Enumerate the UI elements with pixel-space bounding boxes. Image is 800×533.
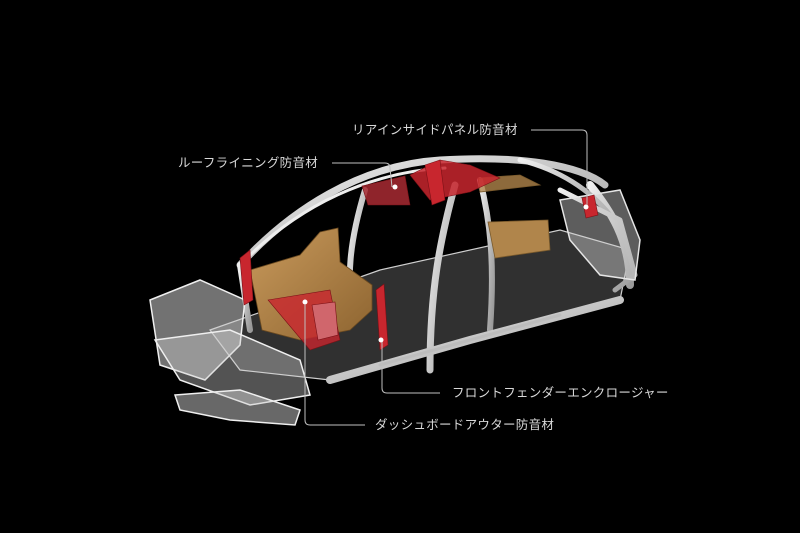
callout-dashboard-outer-label: ダッシュボードアウター防音材 bbox=[375, 417, 555, 432]
anchor-roof-lining bbox=[392, 184, 398, 190]
anchor-rear-inside-panel bbox=[583, 204, 589, 210]
leader-lines bbox=[304, 129, 588, 426]
callout-rear-inside-panel-label: リアインサイドパネル防音材 bbox=[352, 122, 518, 137]
callout-front-fender-enclosure-label: フロントフェンダーエンクロージャー bbox=[452, 385, 669, 400]
rear-structure bbox=[559, 189, 641, 281]
leader-roof-lining bbox=[332, 162, 393, 188]
leader-front-fender bbox=[381, 342, 440, 394]
front-structure bbox=[149, 279, 311, 426]
callout-anchors bbox=[302, 184, 589, 343]
red-highlight-parts bbox=[239, 159, 599, 351]
leader-dashboard bbox=[304, 304, 365, 426]
callout-roof-lining-label: ルーフライニング防音材 bbox=[178, 155, 319, 170]
anchor-front-fender bbox=[378, 337, 384, 343]
leader-rear-inside-panel bbox=[531, 129, 588, 205]
anchor-dashboard bbox=[302, 299, 308, 305]
